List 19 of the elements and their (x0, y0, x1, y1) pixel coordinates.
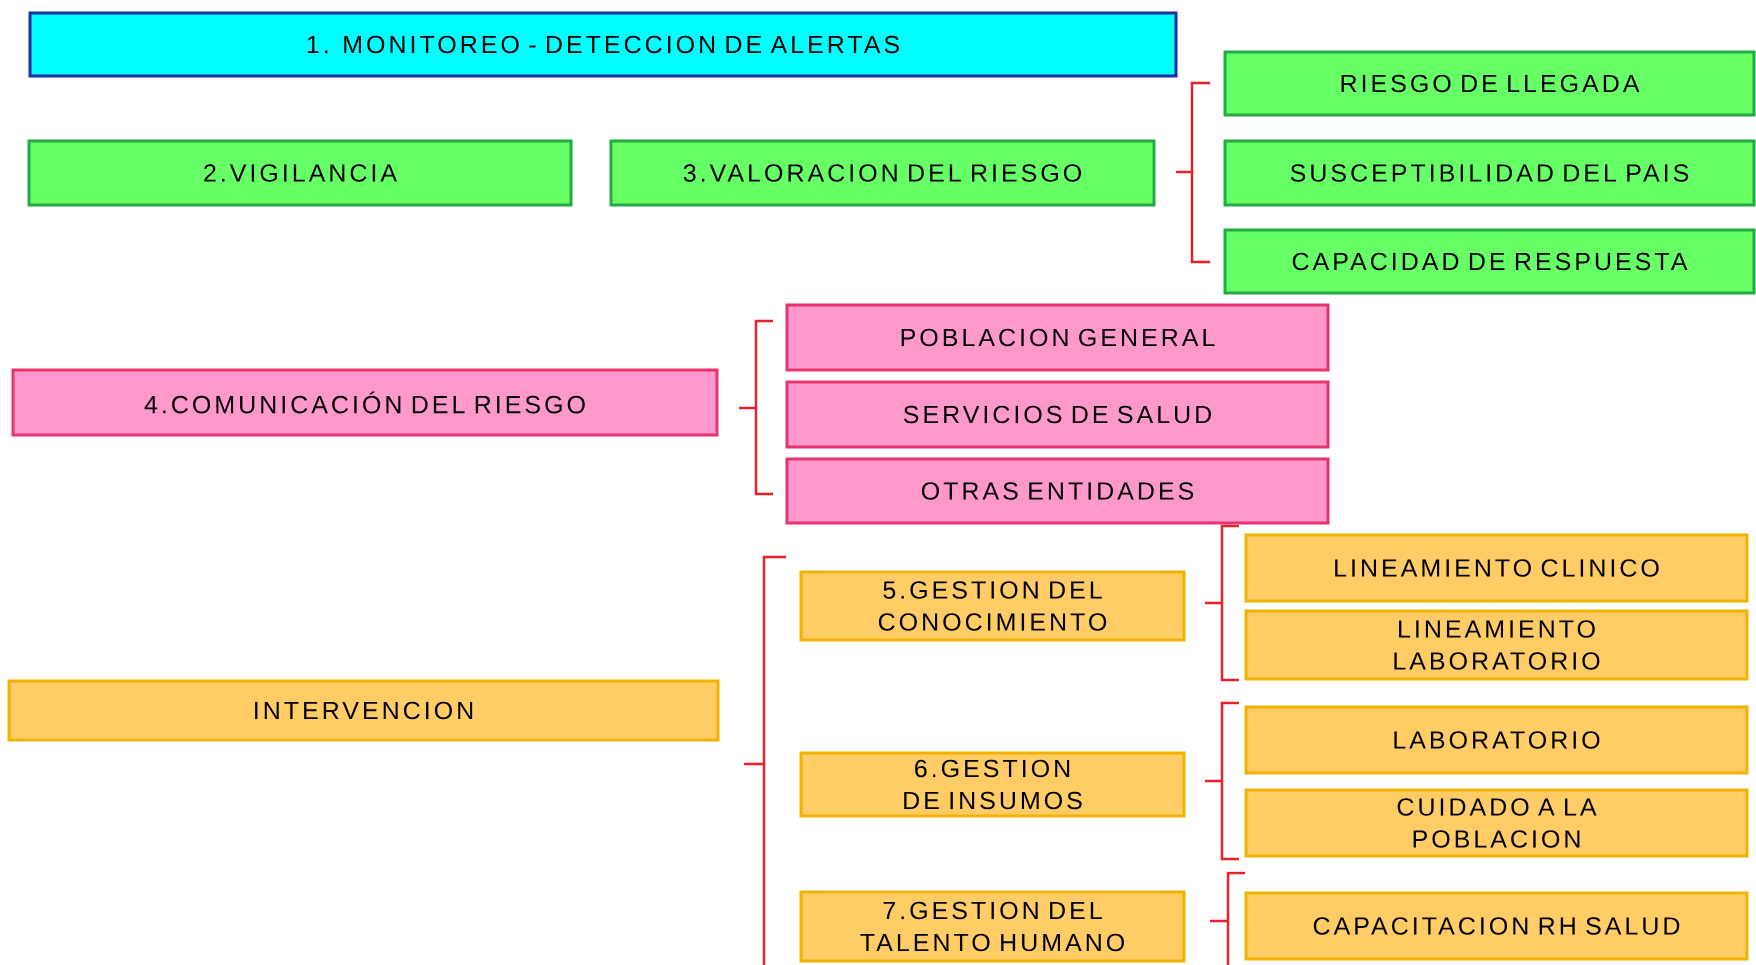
process-box: 6.GESTION DE INSUMOS (799, 751, 1186, 818)
process-box: SUSCEPTIBILIDAD DEL PAIS (1223, 139, 1756, 207)
process-box: 5.GESTION DEL CONOCIMIENTO (799, 570, 1186, 642)
process-box: LINEAMIENTO LABORATORIO (1244, 609, 1749, 681)
process-box: 4.COMUNICACIÓN DEL RIESGO (11, 368, 719, 437)
process-box: 7.GESTION DEL TALENTO HUMANO (799, 890, 1186, 963)
process-box: POBLACION GENERAL (785, 303, 1330, 372)
process-box: CUIDADO A LA POBLACION (1244, 788, 1749, 858)
process-box: INTERVENCION (7, 679, 720, 742)
process-box: LINEAMIENTO CLINICO (1244, 533, 1749, 603)
process-box: 2.VIGILANCIA (27, 139, 573, 207)
process-box: 3.VALORACION DEL RIESGO (609, 139, 1156, 207)
process-box: OTRAS ENTIDADES (785, 457, 1330, 525)
process-box: CAPACIDAD DE RESPUESTA (1223, 228, 1756, 295)
process-box: RIESGO DE LLEGADA (1223, 50, 1756, 117)
process-box: LABORATORIO (1244, 705, 1749, 775)
process-box: 1. MONITOREO - DETECCION DE ALERTAS (28, 11, 1178, 78)
process-box: SERVICIOS DE SALUD (785, 380, 1330, 449)
process-box: CAPACITACION RH SALUD (1244, 891, 1749, 961)
